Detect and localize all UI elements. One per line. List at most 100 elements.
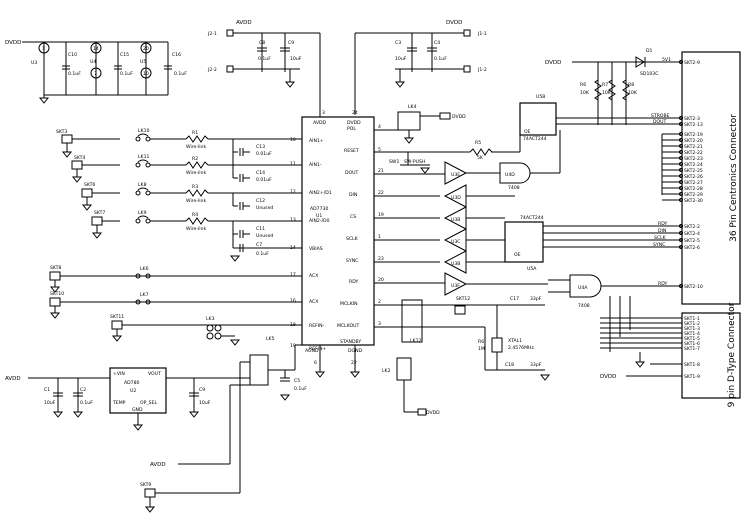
- ad7730-sclk: SCLK: [346, 236, 359, 242]
- ad7730-chip: AVDD DVDD 3 24 AD7730 U1 STANDBY DGND AG…: [290, 110, 445, 378]
- ad7730-ain1p: AIN1+: [309, 138, 324, 144]
- ground-icon: [91, 232, 103, 239]
- skt12-label: SKT12: [456, 296, 470, 302]
- c10-value: 0.1uF: [68, 71, 81, 77]
- centronics-pin-label: SKT2-6: [684, 245, 700, 251]
- pullup-resistor-block: DVDD R6 10K R7 10K R8 10K D1 5V1 SD103C: [545, 48, 682, 125]
- ad780-name: AD780: [124, 380, 140, 386]
- c4-value: 0.1uF: [434, 56, 447, 62]
- ad7730-refin-minus: REFIN-: [309, 323, 325, 329]
- sig-strobe: STROBE: [651, 113, 670, 119]
- sw1-label: SW1: [389, 159, 399, 165]
- centronics-pin-dot: [679, 116, 683, 120]
- dtype-title: 9 pin D-Type Connector: [727, 302, 737, 407]
- centronics-pin-label: SKT2-27: [684, 180, 703, 186]
- ground-icon: [111, 335, 123, 342]
- lk3-label: LK3: [206, 316, 215, 322]
- c14-label: C14: [256, 170, 265, 176]
- c8-value: 0.1uF: [258, 56, 271, 62]
- ground-icon: [229, 339, 241, 346]
- u5b-oe: OE: [524, 129, 531, 135]
- r6-value: 10K: [580, 90, 590, 96]
- u5-label: U5: [140, 59, 146, 65]
- dtype-pin-label: SKT1-8: [684, 362, 700, 368]
- avdd-top-label: AVDD: [236, 20, 252, 26]
- ground-icon: [38, 97, 50, 104]
- ad7730-avdd-num: 3: [322, 110, 325, 116]
- centronics-pin-label: SKT2-13: [684, 122, 703, 128]
- centronics-pin-label: SKT2-10: [684, 284, 703, 290]
- centronics-pin-label: SKT2-9: [684, 60, 700, 66]
- dtype-pin-label: SKT1-5: [684, 336, 700, 342]
- top-decoupling-block: DVDD C10 0.1uF C15 0.1uF C16 0.1uF 1 U3 …: [5, 40, 187, 104]
- ad7730-agnd-num: 6: [314, 360, 317, 366]
- centronics-pin-label: SKT2-20: [684, 138, 703, 144]
- u5a-part: 74ACT244: [520, 215, 544, 221]
- sig-rdy-2: RDY: [658, 281, 667, 287]
- centronics-pin-label: SKT2-26: [684, 174, 703, 180]
- centronics-pin-dot: [679, 224, 683, 228]
- centronics-pin-label: SKT2-19: [684, 132, 703, 138]
- ground-icon: [144, 506, 156, 513]
- centronics-pin-label: SKT2-29: [684, 192, 703, 198]
- skt8-label: SKT8: [50, 265, 61, 271]
- centronics-pin-label: SKT2-30: [684, 198, 703, 204]
- sig-rdy: RDY: [658, 221, 667, 227]
- u5a-oe: OE: [514, 252, 521, 258]
- ad7730-pin2: 2: [378, 299, 381, 305]
- j2-1-label: J2-1: [207, 31, 217, 37]
- ad7730-ain1m: AIN1-: [309, 162, 322, 168]
- ad7730-mclkin: MCLKIN: [340, 301, 358, 307]
- analog-input-ain1p-row: SKT3 LK10 R1 Wire-link C13 0.01uF: [56, 128, 302, 158]
- j2-2-label: J2-2: [207, 67, 217, 73]
- ad7730-dvdd-pin: DVDD: [347, 120, 361, 126]
- c9b-label: C9: [199, 387, 205, 393]
- dtype-connector: 9 pin D-Type Connector SKT1-1SKT1-2SKT1-…: [600, 296, 741, 407]
- ad7730-pin17: 17: [290, 272, 296, 278]
- centronics-pin-dot: [679, 60, 683, 64]
- u4d-part: 7408: [508, 185, 520, 191]
- ad7730-refin-plus: REFIN+: [309, 346, 327, 352]
- ad7730-rdy: RDY: [349, 279, 358, 285]
- centronics-pin-label: SKT2-28: [684, 186, 703, 192]
- u4a-label: U4A: [578, 285, 588, 291]
- ground-icon: [229, 255, 241, 262]
- c7-label: C7: [256, 242, 262, 248]
- r7-label: R7: [602, 82, 608, 88]
- d1-part: SD103C: [640, 71, 658, 77]
- c11-value: Unused: [256, 233, 273, 239]
- u3d-label: U3D: [451, 195, 461, 201]
- centronics-pin-dot: [679, 231, 683, 235]
- u4a-part: 7408: [578, 303, 590, 309]
- c1-label: C1: [44, 387, 50, 393]
- ad7730-reset: RESET: [344, 148, 359, 154]
- c18-value: 33pF: [530, 362, 542, 368]
- u5b-label: U5B: [536, 94, 545, 100]
- u3e-label: U3E: [451, 172, 460, 178]
- c7-value: 0.1uF: [256, 251, 269, 257]
- r5-label: R5: [475, 140, 481, 146]
- skt9-label: SKT9: [140, 482, 151, 488]
- ad7730-pin5: 5: [378, 147, 381, 153]
- c12-label: C12: [256, 198, 265, 204]
- ad7730-pin4: 4: [378, 124, 381, 130]
- r8-value: 10K: [628, 90, 638, 96]
- r3-label: R3: [192, 184, 198, 190]
- ad780-vout: VOUT: [148, 371, 161, 377]
- ground-icon: [284, 81, 296, 88]
- r5-value: 5K: [477, 155, 484, 161]
- dtype-pin-label: SKT1-7: [684, 346, 700, 352]
- ground-icon: [403, 137, 415, 144]
- ad7730-ain2p: AIN2+/D1: [309, 190, 332, 196]
- analog-input-ain1m-row: SKT4 LK11 R2 Wire-link C14 0.01uF: [71, 152, 302, 183]
- c17-label: C17: [510, 296, 519, 302]
- ground-icon: [539, 374, 551, 381]
- ad7730-acx2: ACX: [309, 299, 318, 305]
- refin-input-row: SKT11 LK3: [110, 314, 302, 346]
- dtype-pin-label: SKT1-4: [684, 331, 700, 337]
- lk11-label: LK11: [138, 154, 149, 160]
- r3-value: Wire-link: [186, 198, 206, 204]
- ground-icon: [349, 371, 361, 378]
- skt11-label: SKT11: [110, 314, 124, 320]
- u5a-label: U5A: [527, 266, 537, 272]
